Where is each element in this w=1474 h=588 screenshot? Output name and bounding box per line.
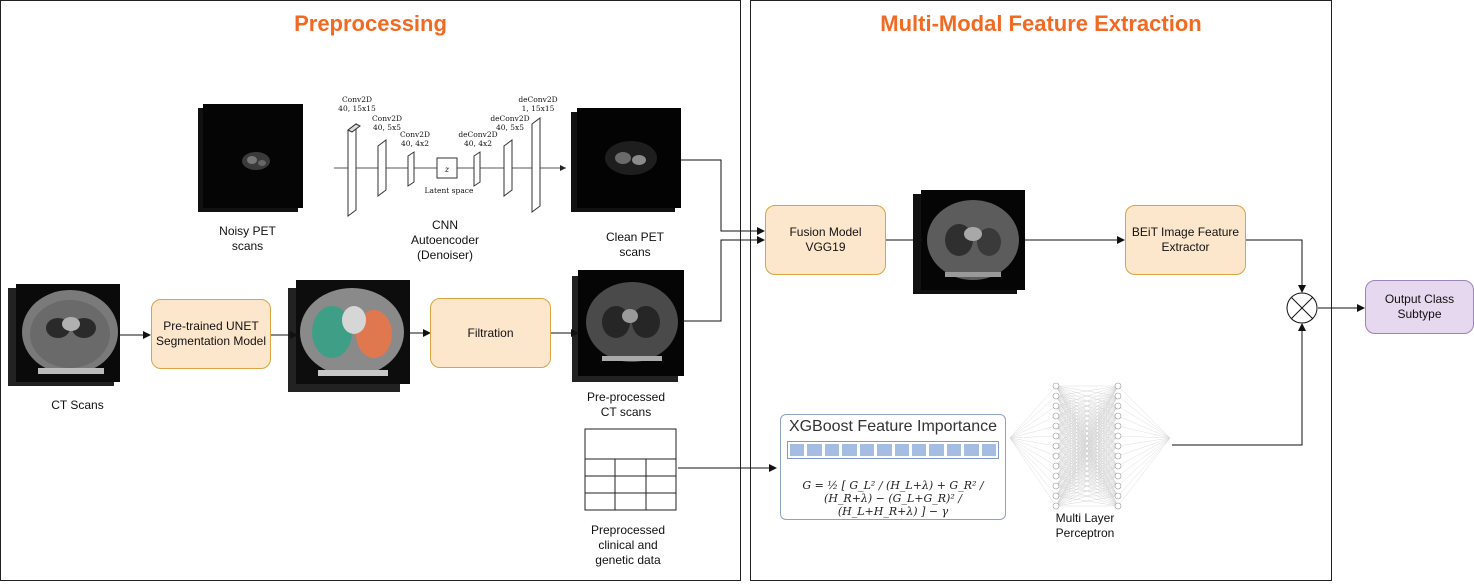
mlp-neuron [1052,492,1060,500]
xgboost-bar-strip [787,441,999,459]
segmented-ct-image [288,280,410,392]
xgboost-title: XGBoost Feature Importance [788,418,998,435]
mlp-neuron [1052,472,1060,480]
preprocessed-ct-label: Pre-processed CT scans [586,390,666,419]
xgboost-bar-segment [911,444,927,456]
conv1-type: Conv2D [341,95,373,104]
filtration-node[interactable]: Filtration [430,298,551,368]
conv3-params: 40, 4x2 [400,139,430,148]
cnn-autoencoder-label: CNN Autoencoder (Denoiser) [410,218,480,262]
xgboost-gain-formula: G = ½ [ G_L² / (H_L+λ) + G_R² / (H_R+λ) … [802,479,984,518]
mlp-neuron [1114,482,1122,490]
clinical-data-label: Preprocessed clinical and genetic data [590,523,666,567]
mlp-neuron [1114,452,1122,460]
mlp-neuron [1114,432,1122,440]
conv2-params: 40, 5x5 [372,123,402,132]
mlp-neuron [1052,422,1060,430]
mlp-neuron [1052,402,1060,410]
ct-scans-label: CT Scans [51,398,104,412]
clean-pet-scan-image [571,108,681,212]
mlp-neuron [1114,492,1122,500]
mlp-neuron [1052,412,1060,420]
preprocessing-title: Preprocessing [294,11,447,36]
left-lung-segment [312,306,352,358]
mlp-neuron [1052,482,1060,490]
xgboost-feature-importance-box: XGBoost Feature Importance G = ½ [ G_L² … [780,414,1006,520]
deconv3-type: deConv2D [518,95,558,104]
xgboost-bar-segment [981,444,997,456]
mlp-neuron [1114,472,1122,480]
mlp-neuron [1114,402,1122,410]
ct-scan-image [8,284,120,386]
xgboost-bar-segment [842,444,857,456]
fusion-model-node[interactable]: Fusion Model VGG19 [765,205,886,275]
deconv2-type: deConv2D [490,114,530,123]
mlp-neuron [1052,462,1060,470]
mlp-neuron [1114,382,1122,390]
conv2-type: Conv2D [371,114,403,123]
noisy-pet-scan-image [198,104,303,212]
xgboost-bar-segment [946,444,962,456]
output-class-node[interactable]: Output Class Subtype [1365,280,1474,334]
mlp-neuron [1052,432,1060,440]
mlp-neuron [1052,442,1060,450]
preprocessed-ct-image [572,270,684,382]
beit-extractor-node[interactable]: BEiT Image Feature Extractor [1125,205,1246,275]
unet-segmentation-node[interactable]: Pre-trained UNET Segmentation Model [151,299,271,369]
mlp-neuron [1052,452,1060,460]
xgboost-bar-segment [859,444,875,456]
mlp-neuron [1114,412,1122,420]
mlp-label: Multi Layer Perceptron [1055,511,1115,540]
conv3-type: Conv2D [399,130,431,139]
xgboost-bar-segment [964,444,979,456]
mlp-neuron [1114,442,1122,450]
feature-extraction-title: Multi-Modal Feature Extraction [880,11,1202,36]
deconv1-type: deConv2D [458,130,498,139]
deconv1-params: 40, 4x2 [463,139,493,148]
xgboost-bar-segment [894,444,909,456]
mlp-network-diagram [1009,382,1171,510]
xgboost-bar-segment [790,444,805,456]
noisy-pet-label: Noisy PET scans [219,224,276,253]
mlp-neuron [1052,502,1060,510]
mlp-connections [1009,385,1171,507]
mlp-neuron [1052,392,1060,400]
conv1-params: 40, 15x15 [338,104,376,113]
latent-space-label: Latent space [424,186,474,195]
xgboost-bar-segment [824,444,840,456]
deconv3-params: 1, 15x15 [521,104,555,113]
mlp-neuron [1114,502,1122,510]
mlp-neuron [1052,382,1060,390]
deconv2-params: 40, 5x5 [495,123,525,132]
latent-symbol: z [444,165,450,174]
mlp-neuron [1114,392,1122,400]
xgboost-bar-segment [877,444,892,456]
clinical-data-table-icon [584,428,677,511]
mlp-neuron [1114,462,1122,470]
fused-image [913,190,1025,294]
clean-pet-label: Clean PET scans [605,230,665,259]
xgboost-bar-segment [807,444,822,456]
xgboost-bar-segment [929,444,944,456]
mlp-neuron [1114,422,1122,430]
